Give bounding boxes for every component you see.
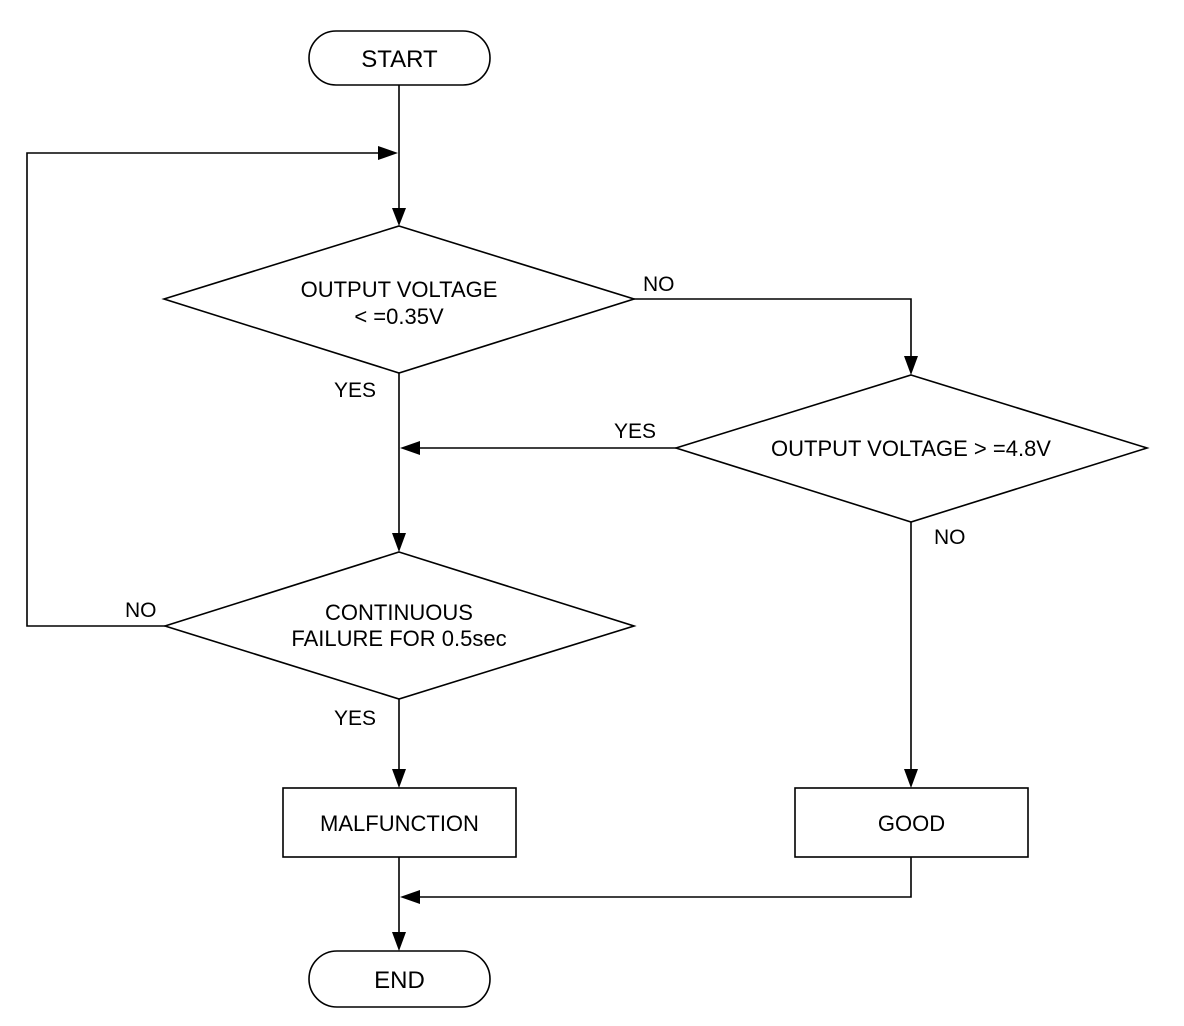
malfunction-node: MALFUNCTION: [282, 787, 517, 858]
arrow-head: [392, 769, 406, 788]
decision-continuous-failure: CONTINUOUS FAILURE FOR 0.5sec: [162, 551, 637, 700]
arrow-head: [392, 932, 406, 951]
decision-continuous-text-line2: FAILURE FOR 0.5sec: [291, 626, 506, 651]
arrow-head: [378, 146, 398, 160]
end-label: END: [374, 967, 425, 994]
decision-high-voltage: OUTPUT VOLTAGE > =4.8V: [673, 374, 1150, 523]
arrow-head: [392, 533, 406, 552]
start-label: START: [361, 46, 438, 73]
arrow-head: [400, 890, 420, 904]
arrow-head: [904, 356, 918, 375]
malfunction-label: MALFUNCTION: [320, 811, 479, 836]
start-node: START: [308, 30, 491, 86]
decision-continuous-text-line1: CONTINUOUS: [325, 600, 473, 625]
decision-low-voltage: OUTPUT VOLTAGE < =0.35V: [161, 225, 637, 374]
end-node: END: [308, 950, 491, 1008]
branch-label-continuous-no: NO: [125, 599, 157, 622]
branch-label-high-yes: YES: [614, 420, 656, 443]
decision-low-text-line1: OUTPUT VOLTAGE: [301, 277, 498, 302]
arrow-head: [400, 441, 420, 455]
arrow-head: [392, 208, 406, 226]
decision-low-text-line2: < =0.35V: [354, 304, 444, 329]
good-node: GOOD: [794, 787, 1029, 858]
decision-high-text: OUTPUT VOLTAGE > =4.8V: [771, 436, 1051, 461]
branch-label-high-no: NO: [934, 526, 966, 549]
connector-low-no: [634, 298, 912, 358]
branch-label-continuous-yes: YES: [334, 707, 376, 730]
connector-good-to-end: [418, 857, 912, 898]
branch-label-low-no: NO: [643, 273, 675, 296]
good-label: GOOD: [878, 811, 945, 836]
branch-label-low-yes: YES: [334, 379, 376, 402]
arrow-head: [904, 769, 918, 788]
connector-loop-back: [26, 152, 380, 627]
